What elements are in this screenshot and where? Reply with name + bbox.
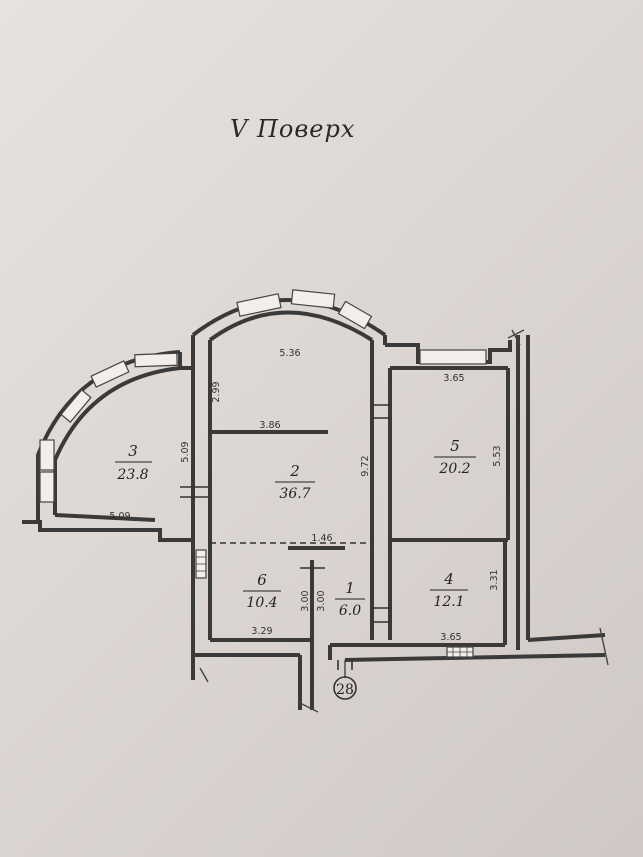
dim-corridor: 1.46 bbox=[311, 533, 332, 544]
wall-break-mark-4 bbox=[199, 667, 209, 683]
dim-room6-bottom: 3.29 bbox=[251, 626, 272, 637]
wall-break-mark bbox=[507, 329, 525, 339]
dim-room3-bottom: 5.09 bbox=[109, 511, 130, 522]
room-6-area: 10.4 bbox=[246, 595, 277, 611]
room-3-area: 23.8 bbox=[116, 467, 148, 483]
dim-room3-right: 5.09 bbox=[180, 441, 191, 462]
dim-room5-top: 3.65 bbox=[443, 373, 464, 384]
floor-title: V Поверх bbox=[230, 115, 356, 143]
room-1-number: 1 bbox=[345, 579, 355, 597]
room-1-area: 6.0 bbox=[339, 603, 361, 619]
room3-bottom-inner bbox=[54, 513, 156, 522]
room-1-label: 1 6.0 bbox=[335, 579, 365, 619]
dim-room2-partition: 3.86 bbox=[259, 420, 280, 431]
room-2-area: 36.7 bbox=[279, 486, 310, 502]
wall-break-mark-2 bbox=[511, 329, 521, 346]
room2-inner-arch bbox=[208, 310, 374, 342]
dim-room6-right: 3.00 bbox=[300, 590, 311, 611]
room-4-area: 12.1 bbox=[433, 594, 464, 610]
room3-windows bbox=[39, 352, 178, 503]
room-2-number: 2 bbox=[289, 462, 300, 480]
dim-room2-top: 5.36 bbox=[279, 348, 300, 359]
room5-window bbox=[419, 349, 487, 365]
room-3-number: 3 bbox=[128, 442, 138, 460]
landing-top-wall bbox=[527, 633, 606, 642]
dim-room4-right: 3.31 bbox=[489, 569, 500, 590]
room5-outer-top bbox=[385, 340, 512, 364]
room-6-number: 6 bbox=[257, 571, 267, 589]
dim-room2-left-upper: 2.99 bbox=[211, 381, 222, 402]
wall-break-mark-3 bbox=[599, 627, 609, 666]
room3-bottom-wall bbox=[22, 520, 193, 542]
room-2-label: 2 36.7 bbox=[275, 462, 315, 502]
room-5-area: 20.2 bbox=[438, 461, 470, 477]
room-5-number: 5 bbox=[450, 437, 460, 455]
dim-room1-left: 3.00 bbox=[316, 590, 327, 611]
dim-room2-right: 9.72 bbox=[360, 455, 371, 476]
dim-room4-bottom: 3.65 bbox=[440, 632, 461, 643]
landing-bottom-wall bbox=[344, 653, 606, 662]
room2-windows bbox=[236, 289, 373, 330]
room-6-label: 6 10.4 bbox=[243, 571, 281, 611]
door-marks bbox=[180, 404, 392, 670]
room-4-number: 4 bbox=[443, 570, 454, 588]
entrance-circle bbox=[333, 676, 357, 700]
room-4-label: 4 12.1 bbox=[430, 570, 468, 610]
room3-inner-curve bbox=[53, 366, 181, 515]
wall-break-mark-5 bbox=[297, 701, 319, 713]
room-5-label: 5 20.2 bbox=[434, 437, 476, 477]
ventilation-shaft bbox=[195, 549, 207, 579]
entrance-number: 28 bbox=[336, 682, 354, 698]
room-3-label: 3 23.8 bbox=[115, 442, 152, 483]
dim-room5-right: 5.53 bbox=[492, 445, 503, 466]
landing-vent-grid bbox=[447, 647, 473, 657]
